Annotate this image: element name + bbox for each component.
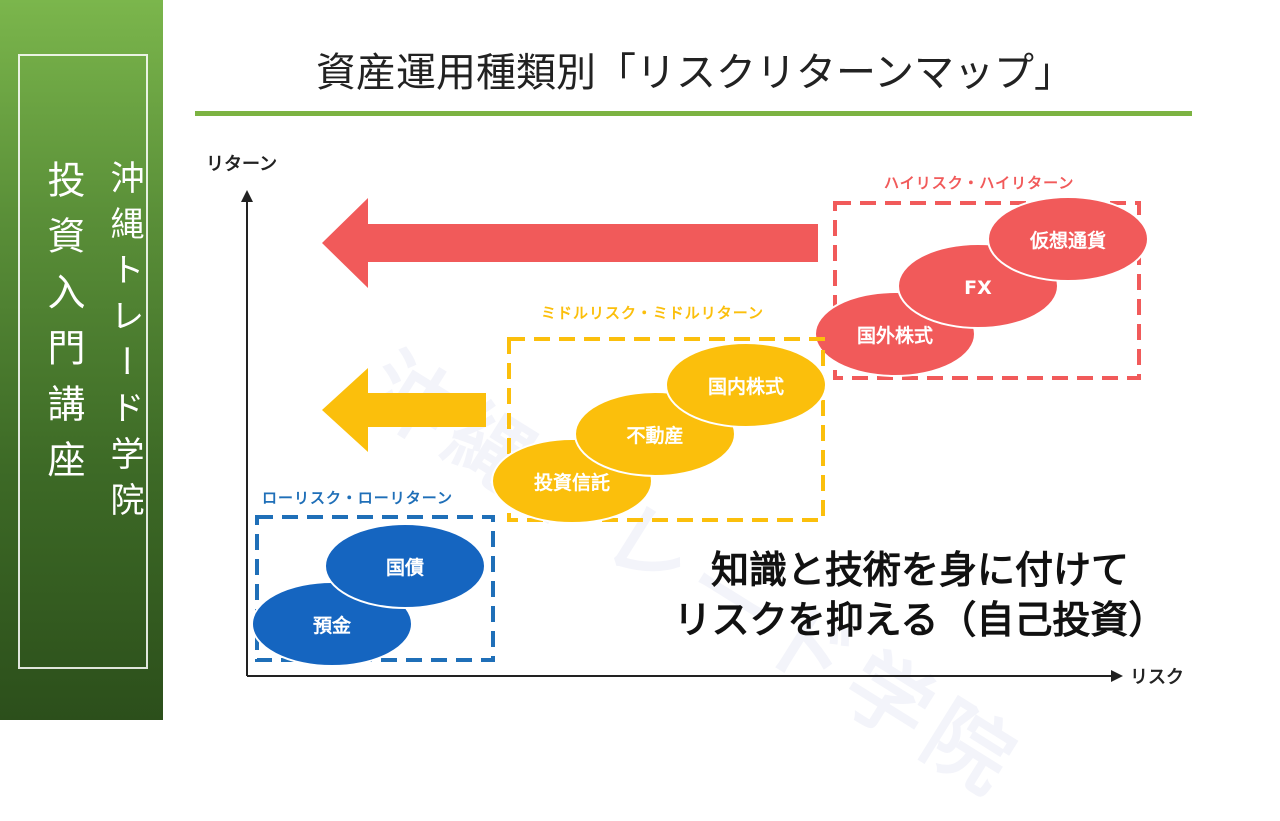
label-deposit: 預金 — [313, 614, 352, 637]
middle-return-arrow — [322, 368, 486, 452]
risk-return-diagram: リターン リスク ハイリスク・ハイリターン 国外株式 FX 仮想通貨 ミドルリス… — [206, 154, 1184, 688]
high-return-arrow — [322, 198, 818, 288]
label-govt-bond: 国債 — [386, 556, 424, 579]
sidebar-school-name: 沖縄トレード学院 — [104, 160, 144, 528]
y-axis-label: リターン — [206, 154, 277, 175]
y-axis-arrowhead — [241, 190, 253, 202]
label-investment-trust: 投資信託 — [534, 471, 610, 494]
sidebar: 投資入門講座 沖縄トレード学院 — [0, 0, 163, 720]
low-risk-label: ローリスク・ローリターン — [262, 489, 453, 507]
high-risk-box — [833, 201, 1141, 380]
key-message-line2: リスクを抑える（自己投資） — [673, 598, 1167, 642]
label-crypto: 仮想通貨 — [1029, 229, 1106, 252]
key-message-line1: 知識と技術を身に付けて — [710, 548, 1129, 592]
label-foreign-stock: 国外株式 — [857, 324, 933, 347]
ellipse-crypto — [987, 196, 1149, 282]
x-axis-arrowhead — [1111, 670, 1123, 682]
high-risk-label: ハイリスク・ハイリターン — [884, 174, 1074, 192]
page-title: 資産運用種類別「リスクリターンマップ」 — [316, 50, 1074, 96]
ellipse-govt-bond — [324, 523, 486, 609]
low-risk-box — [255, 515, 495, 662]
label-real-estate: 不動産 — [626, 424, 683, 447]
ellipse-domestic-stock — [665, 342, 827, 428]
label-domestic-stock: 国内株式 — [708, 375, 784, 398]
label-fx: FX — [964, 277, 992, 299]
sidebar-frame — [18, 54, 148, 669]
x-axis-label: リスク — [1130, 667, 1184, 688]
middle-risk-box — [507, 337, 825, 522]
key-message: 知識と技術を身に付けて リスクを抑える（自己投資） — [640, 545, 1200, 645]
middle-risk-label: ミドルリスク・ミドルリターン — [541, 304, 764, 322]
sidebar-course-title: 投資入門講座 — [41, 160, 85, 496]
title-underline — [195, 111, 1192, 116]
